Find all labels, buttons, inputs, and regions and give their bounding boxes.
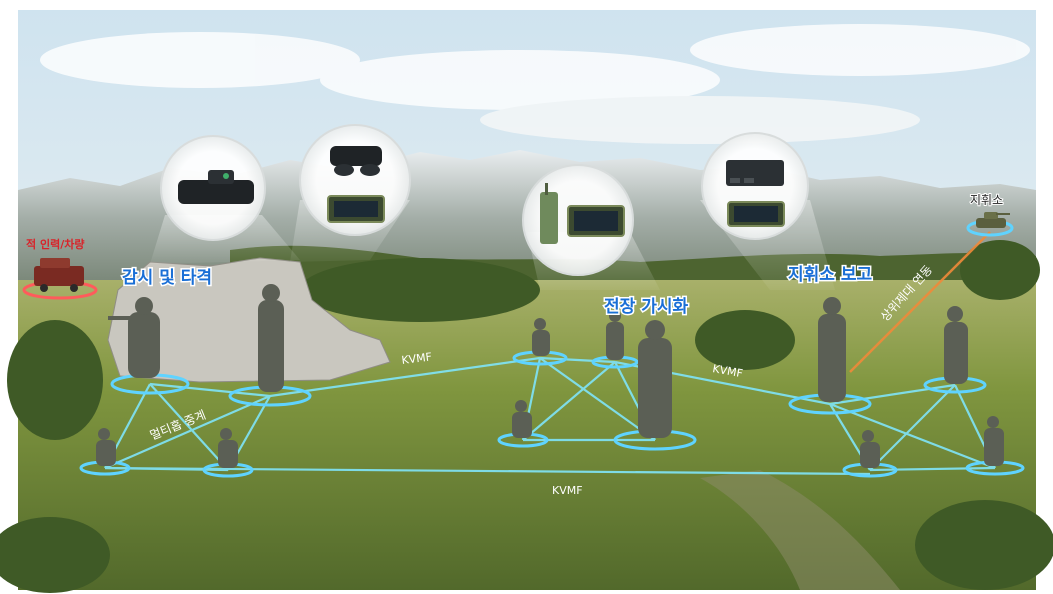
soldier-binocular xyxy=(258,284,284,392)
soldier-kneel-5 xyxy=(512,400,532,438)
label-command-post: 지휘소 xyxy=(970,193,1003,207)
dirt-path xyxy=(700,470,900,590)
radio-icon xyxy=(540,183,558,244)
enemy-vehicle-icon xyxy=(34,258,84,292)
label-kvmf-3: KVMF xyxy=(552,484,583,497)
tank-icon xyxy=(976,212,1010,228)
label-kvmf-2: KVMF xyxy=(711,362,743,380)
soldier-commander xyxy=(818,297,846,402)
soldier-kneel-7 xyxy=(984,416,1004,466)
bushes xyxy=(0,240,1053,593)
label-battlefield-visualization: 전장 가시화 xyxy=(604,297,688,317)
soldier-prone-aiming xyxy=(108,297,160,378)
soldier-kneel-1 xyxy=(96,428,116,466)
label-command-report: 지휘소 보고 xyxy=(788,264,872,285)
label-enemy: 적 인력/차량 xyxy=(26,237,84,251)
upper-echelon-link xyxy=(849,231,991,373)
device-circle-3 xyxy=(522,164,634,276)
soldier-leader xyxy=(638,320,672,438)
clouds xyxy=(40,24,1030,144)
tablet-icon xyxy=(727,201,785,227)
device-circle-4 xyxy=(701,132,809,240)
rifle-scope-icon xyxy=(178,170,254,204)
server-icon xyxy=(726,160,784,186)
soldier-kneel-6 xyxy=(860,430,880,468)
tablet-icon xyxy=(327,195,385,223)
soldiers xyxy=(96,284,1004,468)
network-links xyxy=(104,356,996,476)
soldier-kneel-2 xyxy=(218,428,238,468)
binocular-icon xyxy=(330,146,382,176)
soldier-standing xyxy=(944,306,968,384)
device-circle-2 xyxy=(299,124,411,236)
soldier-kneel-3 xyxy=(532,318,550,356)
label-kvmf-1: KVMF xyxy=(401,350,433,367)
label-surveillance-strike: 감시 및 타격 xyxy=(122,268,212,288)
tablet-icon xyxy=(567,205,625,237)
soldier-kneel-4 xyxy=(606,310,624,360)
device-circle-1 xyxy=(160,135,266,241)
